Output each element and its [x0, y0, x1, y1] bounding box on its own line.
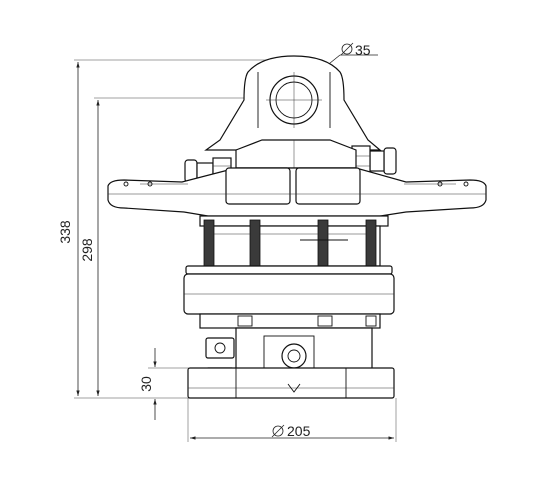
bottom-flange	[187, 367, 395, 399]
diameter-symbol-icon	[271, 424, 285, 438]
rotator-arm-plate	[107, 167, 487, 217]
base-diameter-label: 205	[287, 423, 311, 439]
overall-height-label: 338	[57, 220, 73, 244]
rotator-drawing	[107, 55, 487, 399]
stator-section	[199, 215, 389, 267]
dimension-base-diameter: 205	[187, 398, 397, 442]
suspension-lug	[204, 55, 382, 151]
rotator-housing	[183, 265, 395, 329]
dimension-pin-height: 298	[79, 97, 262, 396]
flange-height-label: 30	[138, 376, 154, 392]
pin-diameter-label: 35	[355, 42, 371, 58]
pin-height-label: 298	[79, 238, 95, 262]
diameter-symbol-icon	[340, 42, 354, 56]
dimension-flange-height: 30	[138, 348, 190, 420]
dimension-overall-height: 338	[57, 59, 300, 399]
